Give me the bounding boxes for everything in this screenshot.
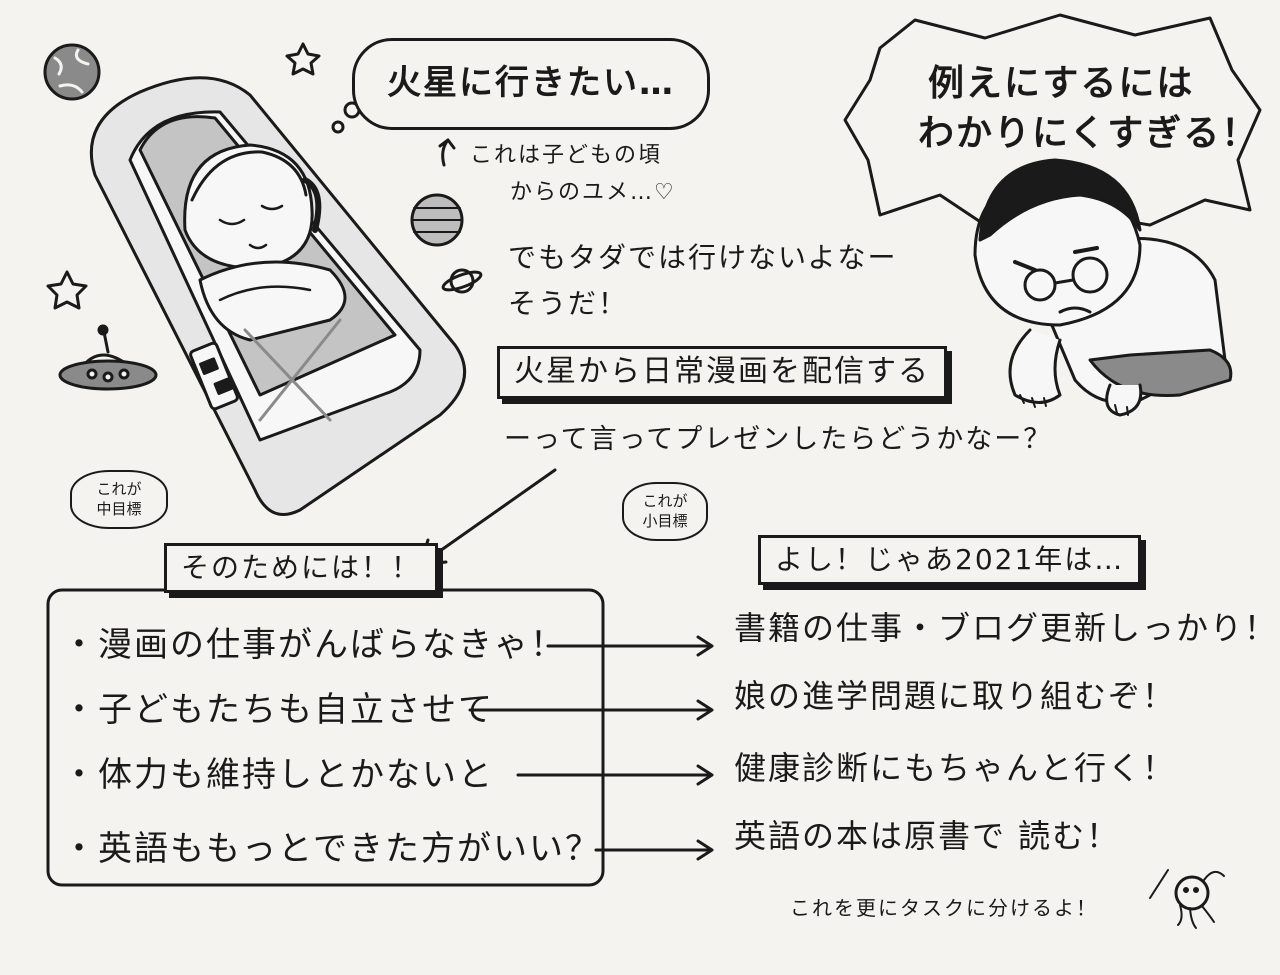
middle-goal-item: ・漫画の仕事がんばらなきゃ！ xyxy=(62,625,566,665)
planet-icon xyxy=(43,43,101,101)
middle-goal-item: ・子どもたちも自立させて xyxy=(62,690,494,730)
list-arrows xyxy=(468,635,714,861)
middle-goal-heading-box: そのためには！！ xyxy=(164,543,439,594)
middle-goal-tag: これが 中目標 xyxy=(70,470,168,529)
middle-goal-item: ・英語ももっとできた方がいい？ xyxy=(62,829,601,869)
small-goal-item: 書籍の仕事・ブログ更新しっかり！ xyxy=(734,609,1279,647)
small-goal-tag-line2: 小目標 xyxy=(642,511,688,530)
childhood-dream-note-line1: これは子どもの頃 xyxy=(470,143,663,168)
star-icon xyxy=(285,42,321,76)
small-goal-heading: よし！じゃあ2021年は… xyxy=(775,543,1125,576)
thought-bubble: 火星に行きたい… xyxy=(352,38,710,130)
small-goal-item: 娘の進学問題に取り組むぞ！ xyxy=(734,677,1177,715)
split-tasks-note: これを更にタスクに分けるよ！ xyxy=(790,896,1098,920)
small-goal-heading-box: よし！じゃあ2021年は… xyxy=(758,535,1142,586)
down-left-arrow-icon xyxy=(418,468,557,567)
mars-wish-text: 火星に行きたい… xyxy=(387,63,675,103)
shout-text-line1: 例えにするには xyxy=(928,63,1195,104)
middle-goal-tag-line2: 中目標 xyxy=(96,499,142,518)
shout-bubble-shape xyxy=(843,13,1262,227)
pitch-note: ーって言ってプレゼンしたらどうかなー？ xyxy=(504,424,1053,455)
main-goal-text: 火星から日常漫画を配信する xyxy=(514,354,930,389)
striped-planet-icon xyxy=(410,193,464,247)
ufo-icon xyxy=(58,324,158,391)
character-illustration xyxy=(973,158,1233,417)
middle-goal-tag-line1: これが xyxy=(96,480,142,498)
shout-text-line2: わかりにくすぎる！ xyxy=(918,113,1260,154)
middle-goal-item: ・体力も維持しとかないと xyxy=(62,755,494,795)
small-goal-tag: これが 小目標 xyxy=(622,482,708,541)
small-goal-tag-line1: これが xyxy=(642,492,688,510)
not-free-note-line2: そうだ！ xyxy=(508,287,629,320)
mascot-illustration xyxy=(1149,869,1225,929)
not-free-note-line1: でもタダでは行けないよなー xyxy=(508,241,898,274)
up-arrow-icon xyxy=(438,138,456,167)
small-goal-item: 英語の本は原書で 読む！ xyxy=(734,817,1121,855)
childhood-dream-note-line2: からのユメ…♡ xyxy=(510,180,676,205)
star-icon xyxy=(46,270,88,310)
middle-goal-heading: そのためには！！ xyxy=(181,551,422,584)
small-goal-item: 健康診断にもちゃんと行く！ xyxy=(734,749,1177,787)
ringed-planet-icon xyxy=(441,268,483,294)
main-goal-box: 火星から日常漫画を配信する xyxy=(497,346,947,399)
sleep-capsule xyxy=(89,76,467,516)
